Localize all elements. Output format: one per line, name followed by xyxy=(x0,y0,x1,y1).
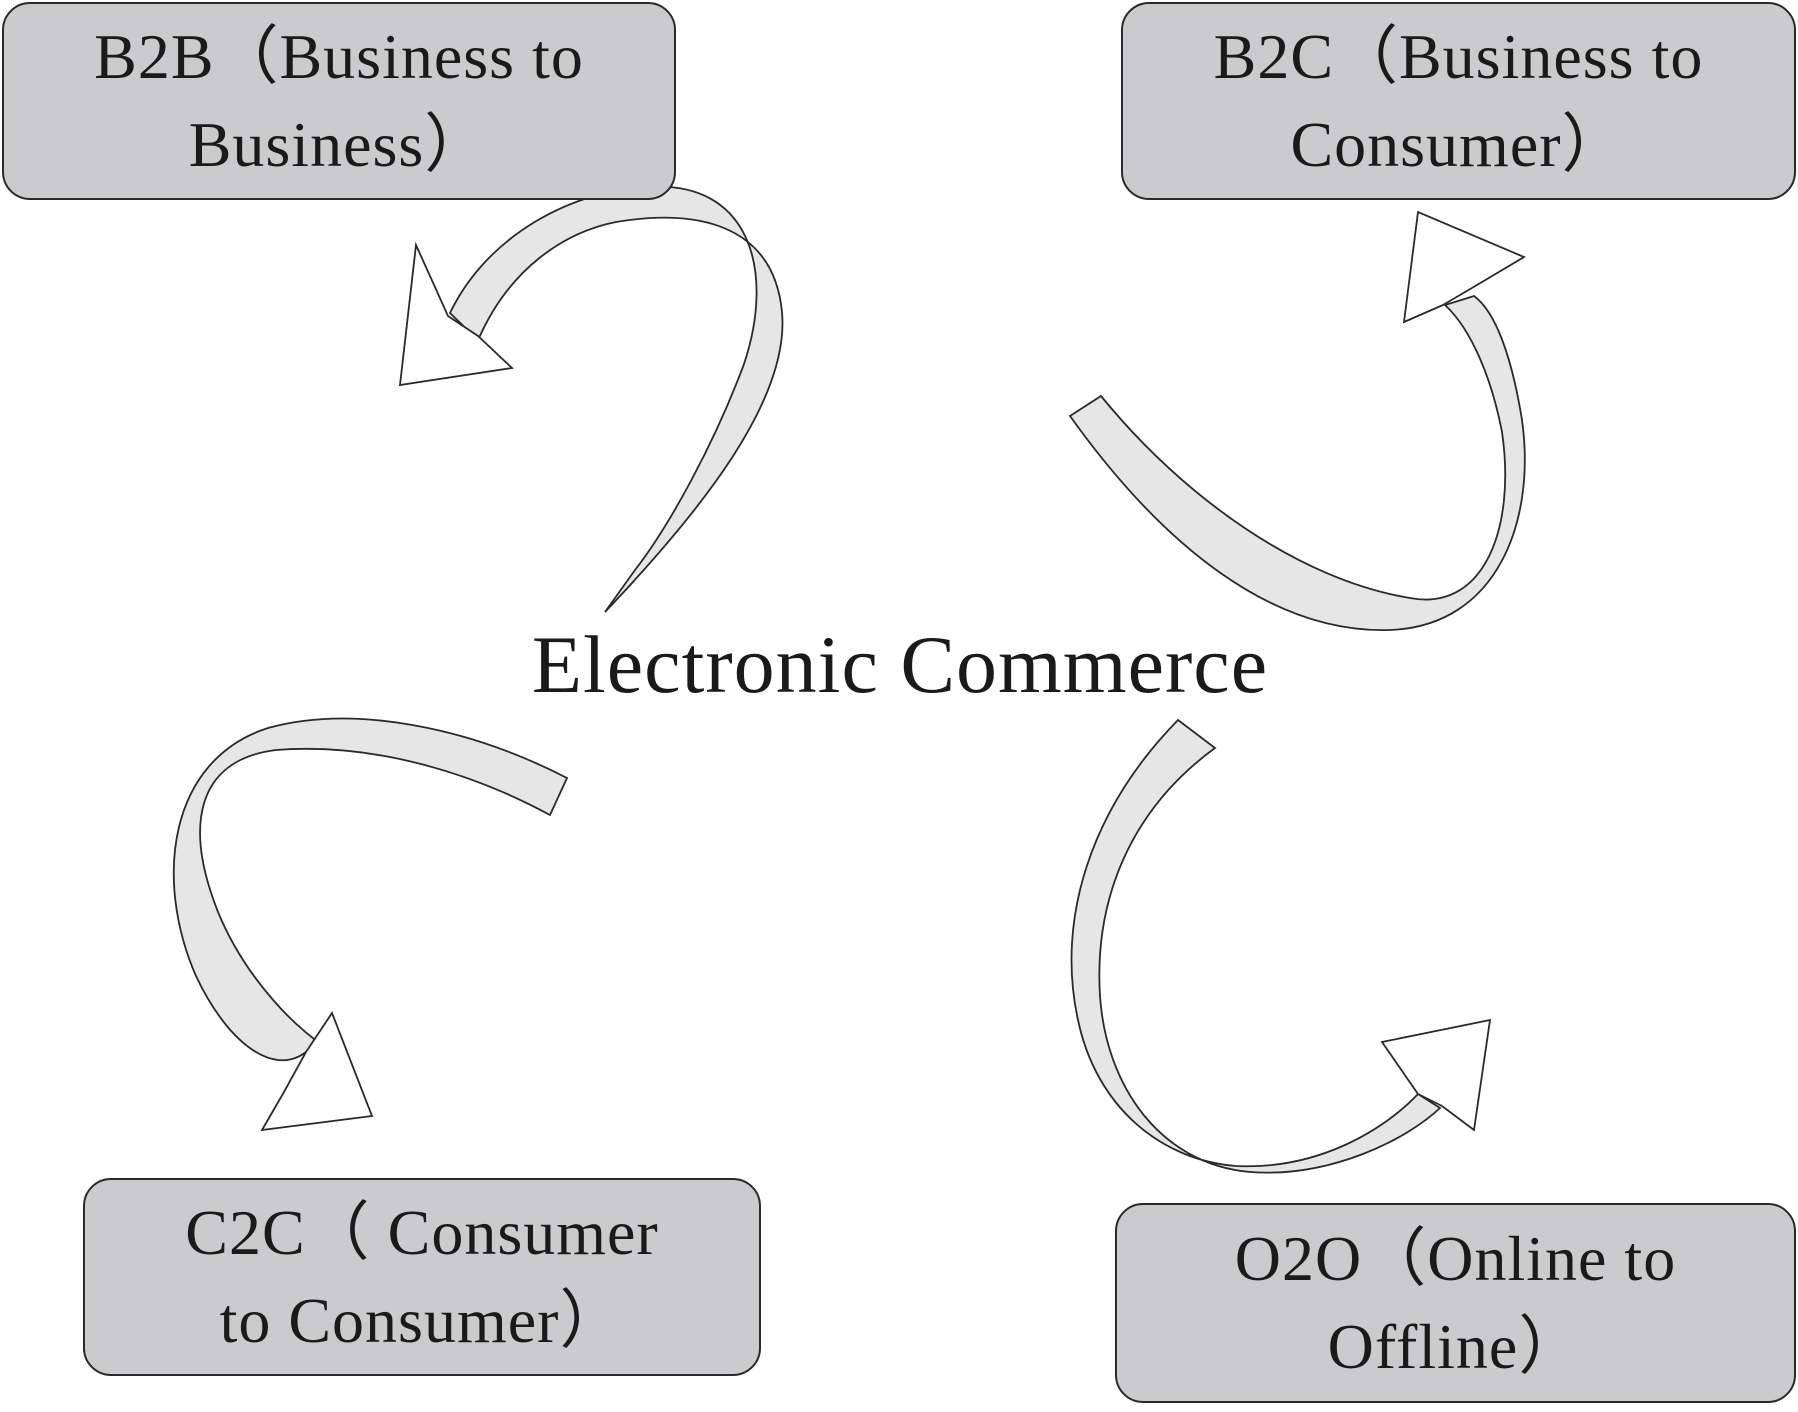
o2o-label-line1: O2O（Online to xyxy=(1234,1222,1677,1294)
c2c-label-line1: C2C（ Consumer xyxy=(185,1196,659,1268)
b2b-label-line1: B2B（Business to xyxy=(94,20,584,92)
o2o-label-line2: Offline） xyxy=(1327,1311,1584,1382)
arrow-to-o2o xyxy=(1070,718,1492,1174)
center-title: Electronic Commerce xyxy=(531,619,1269,710)
arrow-to-c2c-band xyxy=(172,717,569,1062)
arrow-to-c2c xyxy=(172,717,569,1132)
c2c-box: C2C（ Consumer to Consumer） xyxy=(83,1178,761,1376)
b2b-label-line2: Business） xyxy=(188,109,490,180)
arrow-to-o2o-band xyxy=(1070,718,1442,1174)
arrow-to-b2b-head xyxy=(398,241,514,387)
b2c-label-line1: B2C（Business to xyxy=(1213,20,1704,92)
arrow-to-b2c xyxy=(1068,210,1526,631)
b2c-box: B2C（Business to Consumer） xyxy=(1121,2,1796,200)
c2c-label-line2: to Consumer） xyxy=(219,1285,625,1356)
arrow-to-b2b-band xyxy=(447,185,784,613)
arrow-to-b2c-band xyxy=(1068,295,1526,631)
arrow-to-b2c-head xyxy=(1402,210,1526,324)
arrow-to-b2b xyxy=(398,185,784,613)
arrow-to-c2c-head xyxy=(260,1011,374,1132)
b2b-box: B2B（Business to Business） xyxy=(2,2,676,200)
o2o-box: O2O（Online to Offline） xyxy=(1115,1203,1796,1403)
b2c-label-line2: Consumer） xyxy=(1290,109,1627,180)
arrow-to-o2o-head xyxy=(1380,1018,1492,1132)
